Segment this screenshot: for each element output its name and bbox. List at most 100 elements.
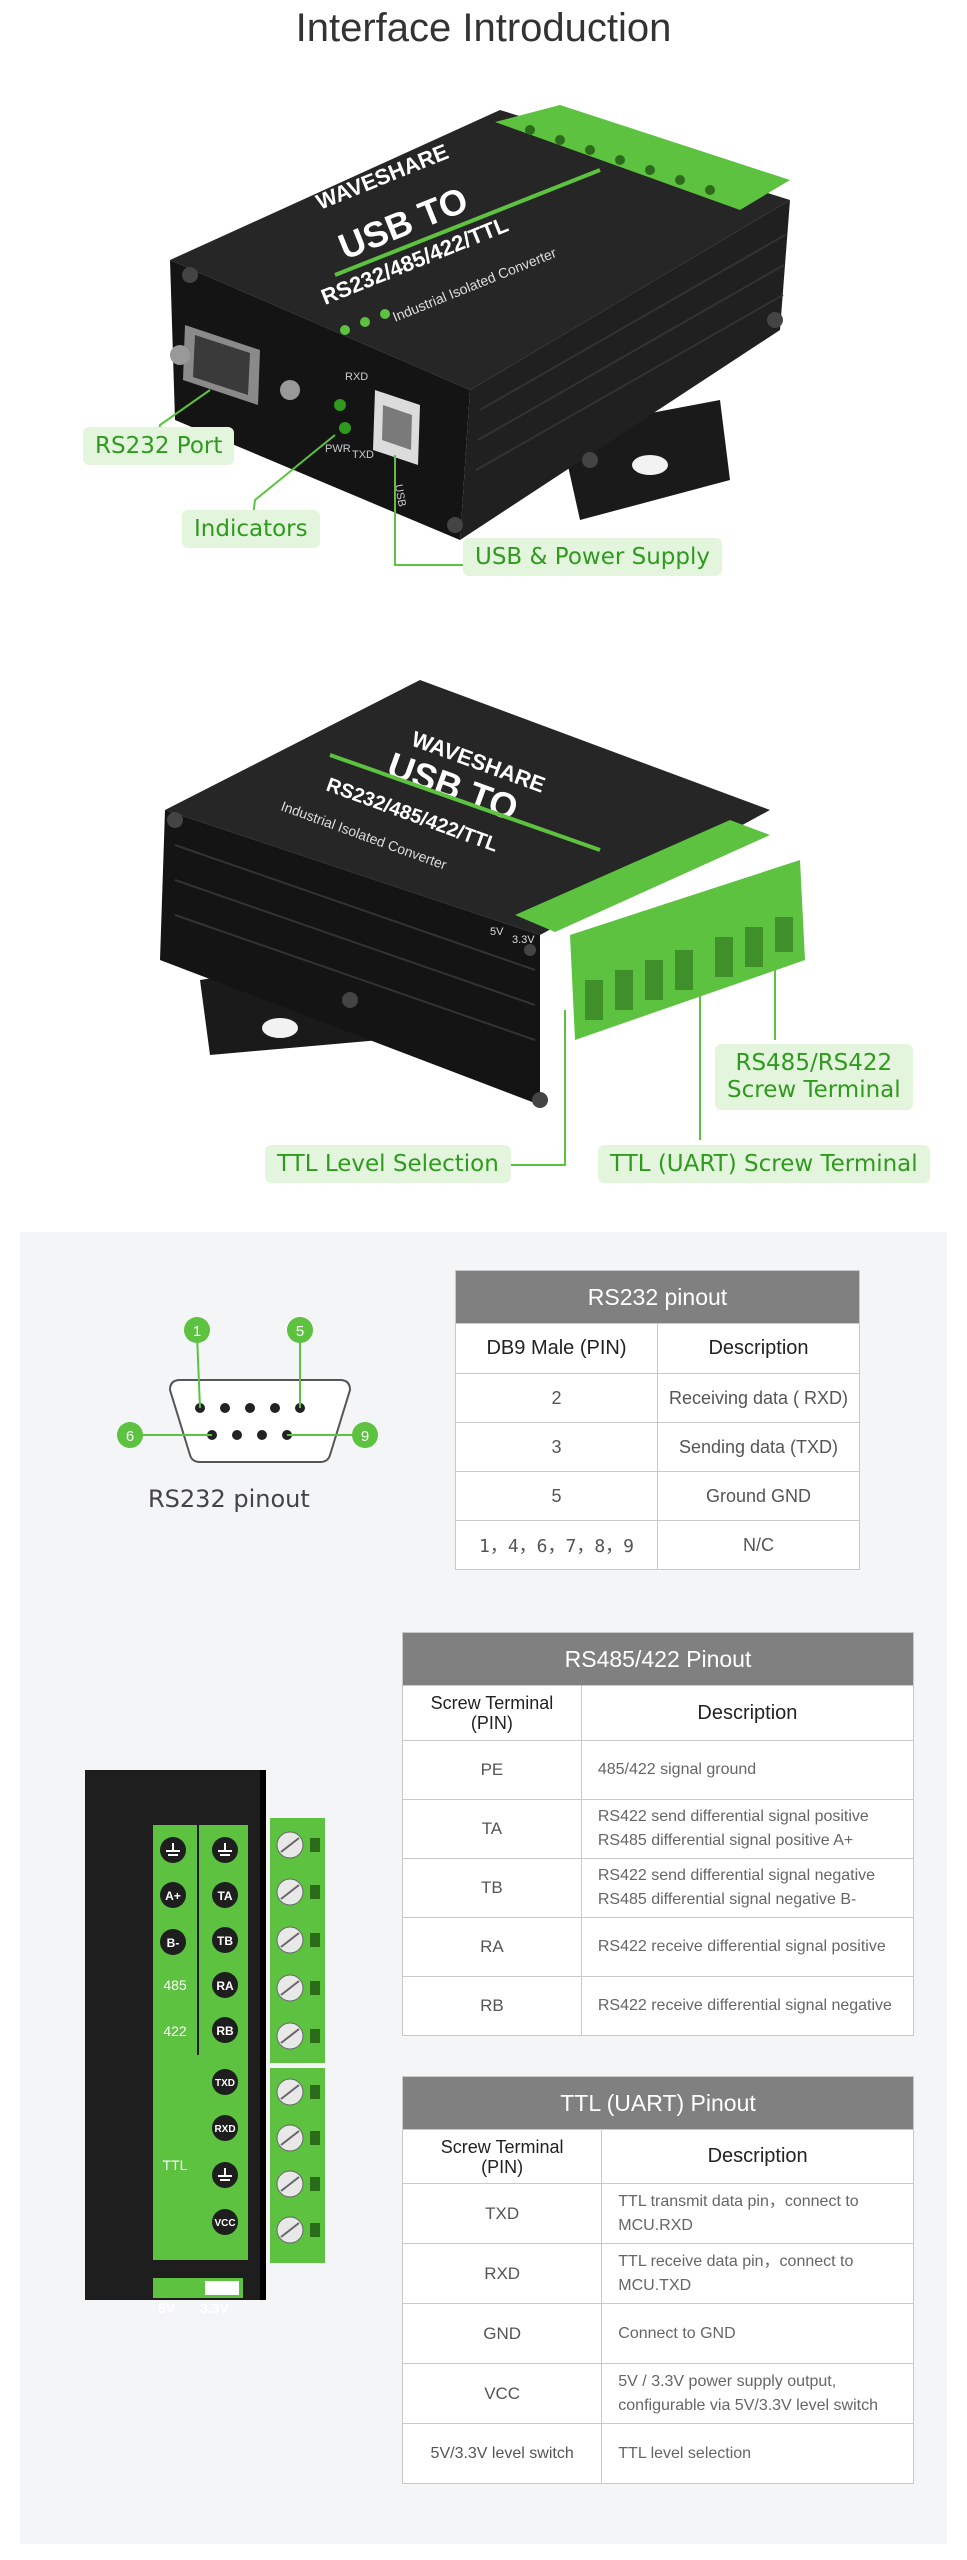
table-row: RXD TTL receive data pin，connect to MCU.TX… [401, 2243, 914, 2304]
term-label-33v: 3.3V [200, 2300, 229, 2316]
ttl-desc-cell: 5V / 3.3V power supply output, configurab… [601, 2363, 914, 2424]
page-title: Interface Introduction [295, 6, 672, 50]
db9-pin-6: 6 [126, 1428, 134, 1445]
callout-ttl-level: TTL Level Selection [265, 1145, 511, 1183]
rs232-header-desc: Description [657, 1323, 860, 1374]
ttl-pin-cell: TXD [401, 2183, 603, 2244]
ttl-pin-cell: GND [401, 2303, 603, 2364]
ttl-desc-line: Connect to GND [618, 2324, 736, 2342]
rs485-desc-line: 485/422 signal ground [597, 1761, 757, 1778]
ttl-table-title: TTL (UART) Pinout [402, 2076, 914, 2130]
rs232-cell: Ground GND [657, 1471, 860, 1521]
ttl-desc-line: TTL receive data pin，connect to [618, 2252, 854, 2270]
rs485-desc-cell: 485/422 signal ground [580, 1740, 915, 1800]
ttl-desc-line: 5V / 3.3V power supply output, [618, 2372, 837, 2390]
rs485-header-pin-l1: Screw Terminal [430, 1693, 554, 1713]
ttl-header-pin: Screw Terminal(PIN) [401, 2129, 603, 2184]
top-pwr-label: PWR [325, 443, 351, 455]
ttl-desc-cell: TTL level selection [601, 2423, 914, 2484]
ttl-desc-cell: TTL transmit data pin，connect to MCU.RXD [601, 2183, 914, 2244]
ttl-desc-cell: Connect to GND [601, 2303, 914, 2364]
rs232-cell: N/C [657, 1520, 860, 1570]
callout-indicators: Indicators [182, 510, 320, 548]
top-txd-label: TXD [352, 449, 374, 461]
ttl-pin-cell: VCC [401, 2363, 603, 2424]
callout-usb-power: USB & Power Supply [463, 538, 722, 576]
ttl-header-pin-l2: (PIN) [481, 2156, 524, 2177]
ttl-desc-line: MCU.TXD [618, 2276, 692, 2294]
rs232-table-title: RS232 pinout [455, 1270, 860, 1324]
rs485-desc-line: RS422 send differential signal positive [597, 1808, 869, 1825]
rs485-desc-cell: RS422 receive differential signal negati… [580, 1976, 915, 2036]
ttl-header-desc: Description [601, 2129, 914, 2184]
ttl-desc-line: TTL transmit data pin，connect to [618, 2192, 859, 2210]
rs485-pinout-table: RS485/422 Pinout Screw Terminal(PIN) Des… [402, 1632, 915, 2036]
term-label-rxd: RXD [214, 2124, 235, 2135]
rs485-desc-line: RS485 differential signal positive A+ [597, 1832, 854, 1849]
callout-rs485-line1: RS485/RS422 [735, 1050, 893, 1076]
rs232-cell: 3 [455, 1422, 658, 1472]
rs485-desc-line: RS422 send differential signal negative [597, 1867, 876, 1884]
rs485-pin-cell: PE [402, 1740, 582, 1800]
ttl-header-pin-l1: Screw Terminal [440, 2136, 564, 2157]
table-row: RA RS422 receive differential signal posi… [402, 1917, 915, 1977]
table-row: PE 485/422 signal ground [402, 1740, 915, 1800]
rs485-header-pin: Screw Terminal(PIN) [402, 1685, 582, 1741]
term-group-485: 485 [163, 1977, 187, 1993]
ttl-pinout-table: TTL (UART) Pinout Screw Terminal(PIN) De… [401, 2076, 914, 2484]
rs485-header-desc: Description [580, 1685, 915, 1741]
rs485-pin-cell: TA [402, 1799, 582, 1859]
term-label-rb: RB [216, 2024, 234, 2038]
rs485-desc-line: RS485 differential signal negative B- [597, 1891, 857, 1908]
rs485-pin-cell: RA [402, 1917, 582, 1977]
ttl-desc-line: MCU.RXD [618, 2216, 693, 2234]
top-rxd-label: RXD [345, 371, 368, 383]
db9-pin-1: 1 [193, 1323, 201, 1340]
table-row: VCC 5V / 3.3V power supply output, configu… [401, 2363, 914, 2424]
rs232-cell: 1，4，6，7，8，9 [455, 1520, 658, 1570]
table-row: GND Connect to GND [401, 2303, 914, 2364]
term-label-vcc: VCC [214, 2218, 235, 2229]
top-device-photo: WAVESHARE USB TO RS232/485/422/TTL Indus… [154, 105, 790, 566]
rs485-desc-cell: RS422 receive differential signal positi… [580, 1917, 915, 1977]
term-group-ttl: TTL [163, 2157, 188, 2173]
table-row: TXD TTL transmit data pin，connect to MCU.R… [401, 2183, 914, 2244]
callout-rs232-port: RS232 Port [83, 427, 235, 465]
side-33v-label: 3.3V [512, 934, 535, 946]
callout-rs485-line2: Screw Terminal [727, 1077, 901, 1103]
callout-ttl-uart: TTL (UART) Screw Terminal [598, 1145, 930, 1183]
term-label-txd: TXD [215, 2078, 235, 2089]
term-label-a-plus: A+ [165, 1889, 181, 1903]
ttl-pin-cell: RXD [401, 2243, 603, 2304]
term-group-422: 422 [163, 2023, 187, 2039]
term-label-ra: RA [216, 1979, 234, 1993]
side-device-photo: WAVESHARE USB TO RS232/485/422/TTL Indus… [160, 680, 805, 1166]
rs232-cell: Sending data (TXD) [657, 1422, 860, 1472]
ttl-pin-cell: 5V/3.3V level switch [401, 2423, 603, 2484]
term-label-tb: TB [217, 1934, 233, 1948]
ttl-desc-line: configurable via 5V/3.3V level switch [618, 2396, 878, 2414]
side-5v-label: 5V [490, 926, 504, 938]
rs485-desc-line: RS422 receive differential signal positi… [597, 1938, 886, 1955]
terminal-diagram: A+ B- 485 422 TTL TA TB RA RB TXD RXD VC… [85, 1770, 325, 2300]
term-label-b-minus: B- [167, 1936, 180, 1950]
db9-diagram-label: RS232 pinout [148, 1485, 310, 1513]
callout-rs485-terminal: RS485/RS422 Screw Terminal [715, 1044, 913, 1110]
rs232-cell: Receiving data ( RXD) [657, 1373, 860, 1423]
term-label-ta: TA [217, 1889, 232, 1903]
rs232-header-pin: DB9 Male (PIN) [455, 1323, 658, 1374]
rs485-table-title: RS485/422 Pinout [402, 1632, 914, 1686]
rs485-desc-line: RS422 receive differential signal negati… [597, 1997, 892, 2014]
rs232-cell: 5 [455, 1471, 658, 1521]
db9-diagram: 1 5 6 9 [117, 1317, 378, 1463]
